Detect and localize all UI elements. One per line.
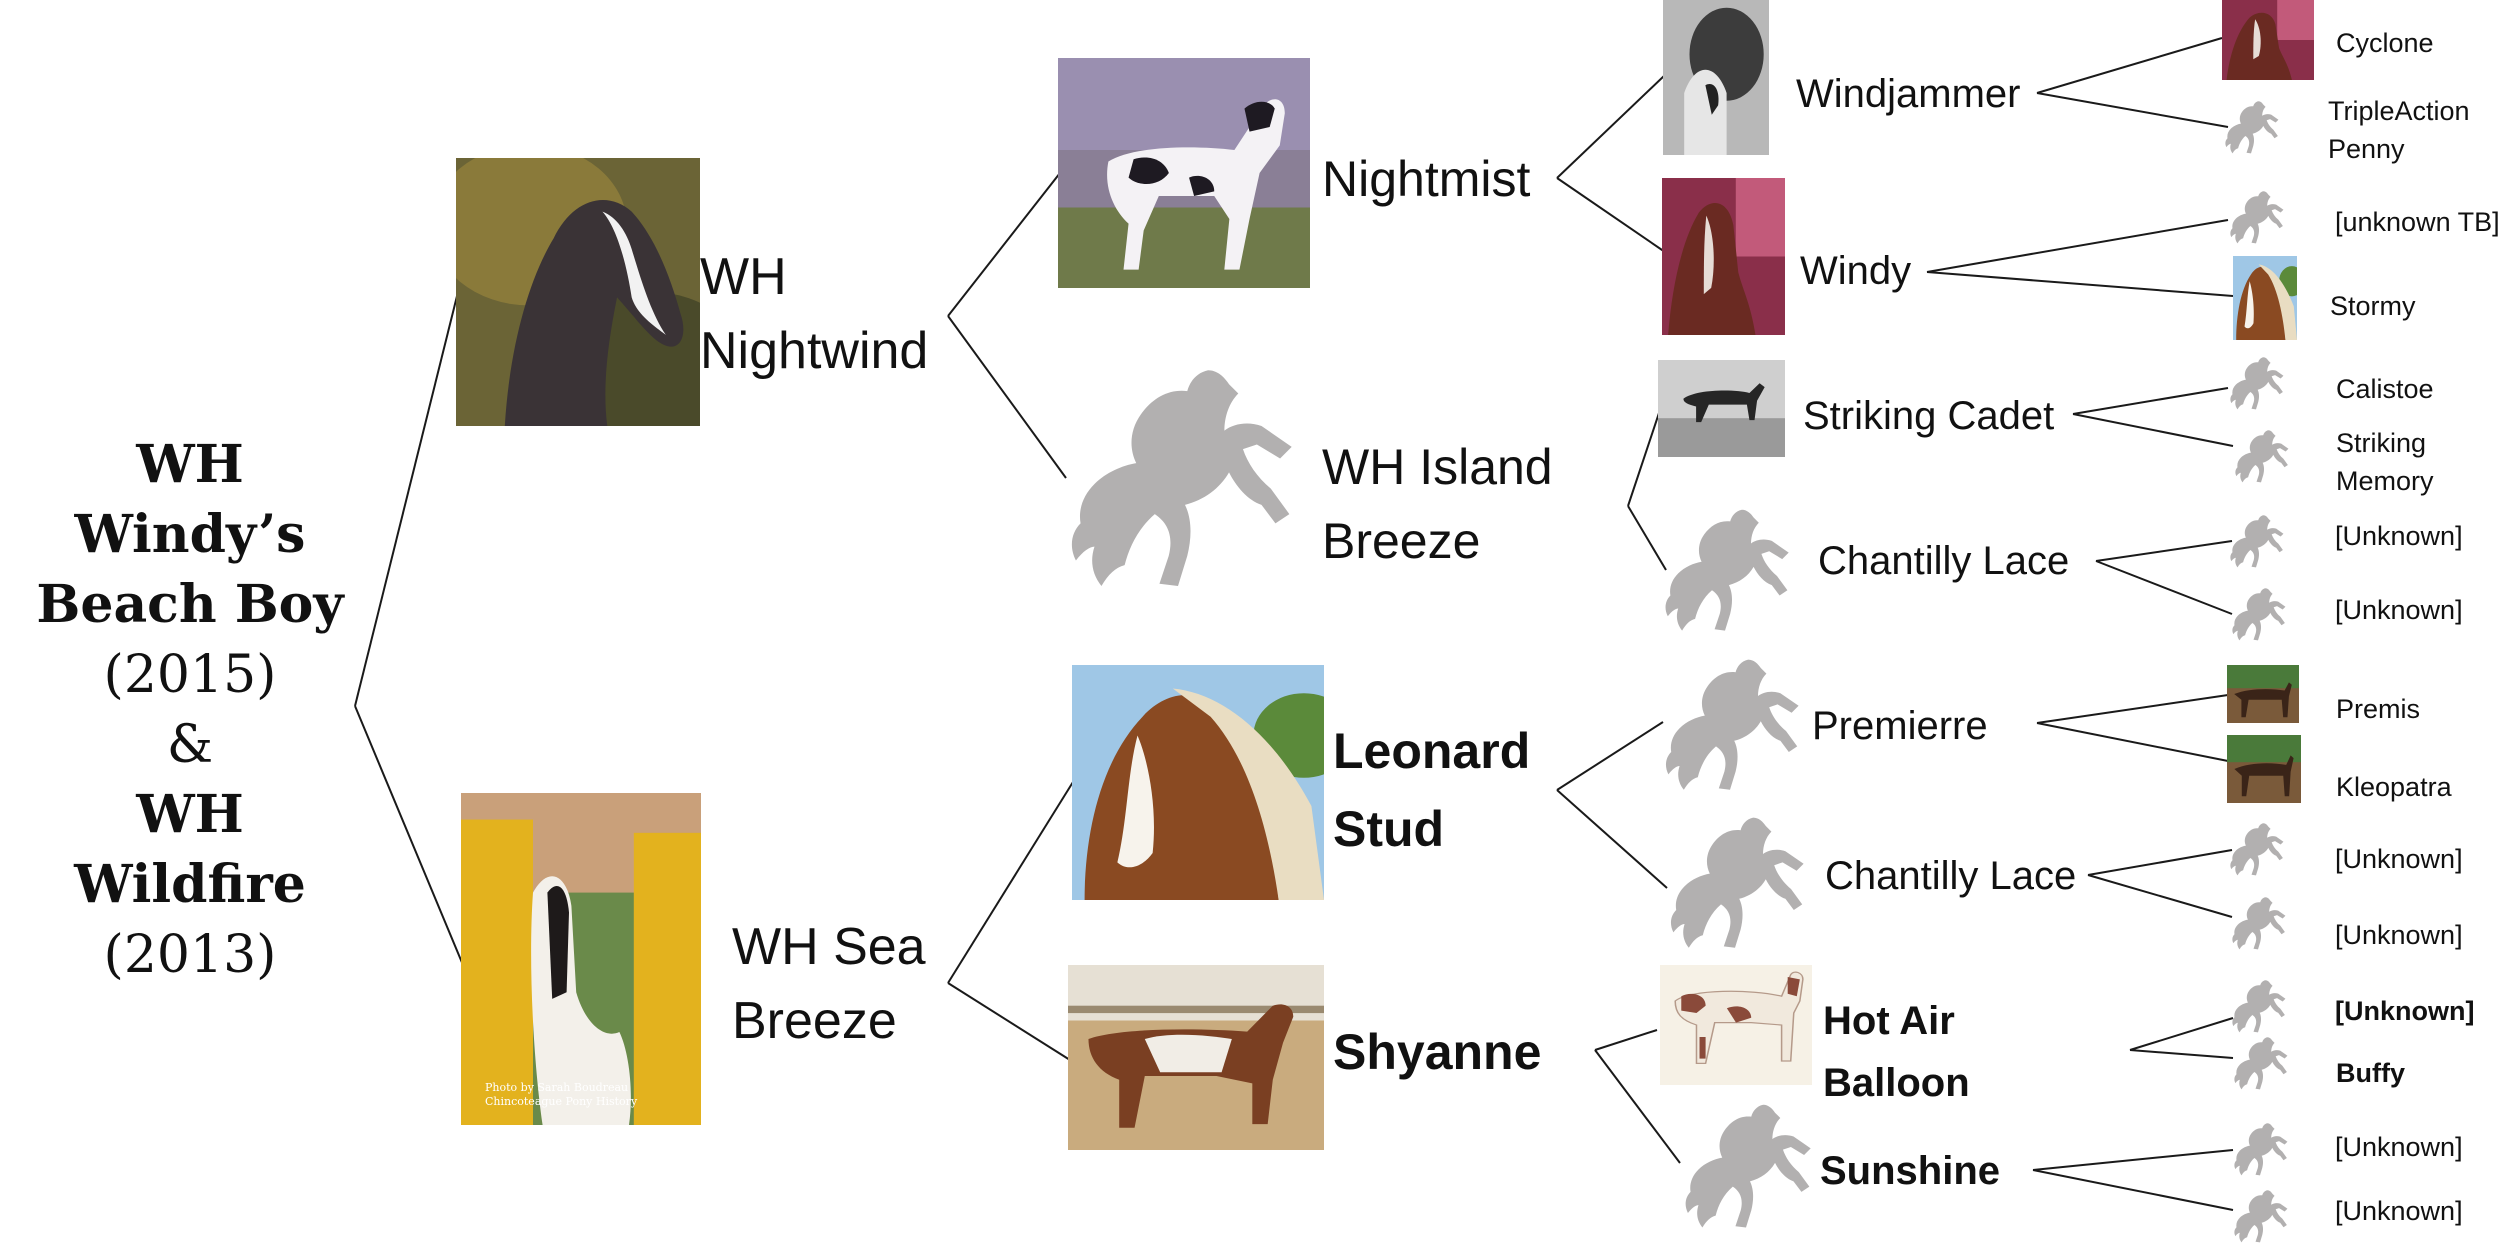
unknown-7-name: [Unknown] — [2335, 1192, 2463, 1230]
chantilly-lace-b-name: Chantilly Lace — [1825, 850, 2076, 902]
dam-name-line-1: WH Sea — [732, 910, 926, 984]
windy-photo — [1662, 178, 1785, 335]
unknown-2-silhouette-icon — [2230, 583, 2286, 645]
shyanne-photo — [1068, 965, 1324, 1150]
unknown-2-name: [Unknown] — [2335, 591, 2463, 629]
sire-name-line-1: WH — [700, 240, 928, 314]
title-line-4: (2015) — [20, 640, 360, 710]
chantilly-lace-b-silhouette-icon — [1665, 808, 1805, 956]
hot-air-balloon-photo — [1660, 965, 1812, 1085]
sire-name-line-2: Nightwind — [700, 314, 928, 388]
title-line-3: Beach Boy — [20, 570, 360, 640]
windjammer-photo — [1663, 0, 1769, 155]
photo-credit: Photo by Sarah Boudreau Chincoteague Pon… — [485, 1081, 637, 1109]
island-breeze-name-line-1: WH Island — [1322, 430, 1553, 504]
island-breeze-name-line-2: Breeze — [1322, 504, 1553, 578]
windy-name: Windy — [1800, 245, 1911, 297]
title-line-7: Wildfire — [20, 850, 360, 920]
title-line-2: Windy’s — [20, 500, 360, 570]
shyanne-name: Shyanne — [1333, 1015, 1541, 1089]
sunshine-silhouette-icon — [1680, 1098, 1812, 1233]
unknown-tb-silhouette-icon — [2228, 186, 2284, 248]
premierre-silhouette-icon — [1660, 650, 1800, 798]
leonard-name: Leonard Stud — [1333, 712, 1530, 868]
leonard-name-line-1: Leonard — [1333, 712, 1530, 790]
leonard-photo — [1072, 665, 1324, 900]
striking-memory-name-line-1: Striking — [2336, 424, 2434, 462]
unknown-1-name: [Unknown] — [2335, 517, 2463, 555]
premierre-name: Premierre — [1812, 700, 1988, 752]
cyclone-photo — [2222, 0, 2314, 80]
chantilly-lace-a-silhouette-icon — [1660, 502, 1790, 637]
unknown-tb-name: [unknown TB] — [2335, 203, 2500, 241]
premis-name: Premis — [2336, 690, 2420, 728]
nightmist-photo — [1058, 58, 1310, 288]
premis-photo — [2227, 665, 2299, 723]
buffy-name: Buffy — [2336, 1054, 2405, 1092]
calistoe-silhouette-icon — [2228, 352, 2284, 414]
title-line-5: & — [20, 710, 360, 780]
buffy-silhouette-icon — [2232, 1032, 2288, 1094]
unknown-4-silhouette-icon — [2230, 892, 2286, 954]
unknown-3-name: [Unknown] — [2335, 840, 2463, 878]
sire-photo — [456, 158, 700, 426]
unknown-5-silhouette-icon — [2230, 975, 2286, 1037]
unknown-3-silhouette-icon — [2228, 818, 2284, 880]
unknown-1-silhouette-icon — [2228, 510, 2284, 572]
stormy-name: Stormy — [2330, 287, 2416, 325]
hot-air-balloon-name-line-2: Balloon — [1823, 1052, 1970, 1114]
unknown-6-name: [Unknown] — [2335, 1128, 2463, 1166]
hot-air-balloon-name-line-1: Hot Air — [1823, 990, 1970, 1052]
offspring-title: WH Windy’s Beach Boy (2015) & WH Wildfir… — [20, 430, 360, 990]
striking-memory-name-line-2: Memory — [2336, 462, 2434, 500]
photo-credit-line-1: Photo by Sarah Boudreau — [485, 1081, 637, 1095]
dam-name-line-2: Breeze — [732, 984, 926, 1058]
striking-memory-silhouette-icon — [2233, 425, 2289, 487]
kleopatra-photo — [2227, 735, 2301, 803]
striking-memory-name: Striking Memory — [2336, 424, 2434, 500]
sire-name: WH Nightwind — [700, 240, 928, 388]
unknown-4-name: [Unknown] — [2335, 916, 2463, 954]
chantilly-lace-a-name: Chantilly Lace — [1818, 535, 2069, 587]
striking-cadet-name: Striking Cadet — [1803, 390, 2054, 442]
tripleaction-penny-name: TripleAction Penny — [2328, 92, 2470, 168]
striking-cadet-photo — [1658, 360, 1785, 457]
calistoe-name: Calistoe — [2336, 370, 2434, 408]
unknown-5-name: [Unknown] — [2335, 992, 2474, 1030]
stormy-photo — [2233, 256, 2297, 340]
title-line-1: WH — [20, 430, 360, 500]
cyclone-name: Cyclone — [2336, 24, 2434, 62]
tripleaction-penny-name-line-1: TripleAction — [2328, 92, 2470, 130]
kleopatra-name: Kleopatra — [2336, 768, 2452, 806]
sunshine-name: Sunshine — [1820, 1145, 2000, 1197]
leonard-name-line-2: Stud — [1333, 790, 1530, 868]
tripleaction-penny-silhouette-icon — [2223, 96, 2279, 158]
photo-credit-line-2: Chincoteague Pony History — [485, 1095, 637, 1109]
nightmist-name: Nightmist — [1322, 142, 1530, 216]
tripleaction-penny-name-line-2: Penny — [2328, 130, 2470, 168]
unknown-7-silhouette-icon — [2232, 1185, 2288, 1247]
title-line-8: (2013) — [20, 920, 360, 990]
windjammer-name: Windjammer — [1796, 68, 2020, 120]
island-breeze-silhouette-icon — [1062, 352, 1294, 602]
title-line-6: WH — [20, 780, 360, 850]
island-breeze-name: WH Island Breeze — [1322, 430, 1553, 578]
unknown-6-silhouette-icon — [2232, 1118, 2288, 1180]
dam-name: WH Sea Breeze — [732, 910, 926, 1058]
hot-air-balloon-name: Hot Air Balloon — [1823, 990, 1970, 1114]
dam-photo: Photo by Sarah Boudreau Chincoteague Pon… — [461, 793, 701, 1125]
